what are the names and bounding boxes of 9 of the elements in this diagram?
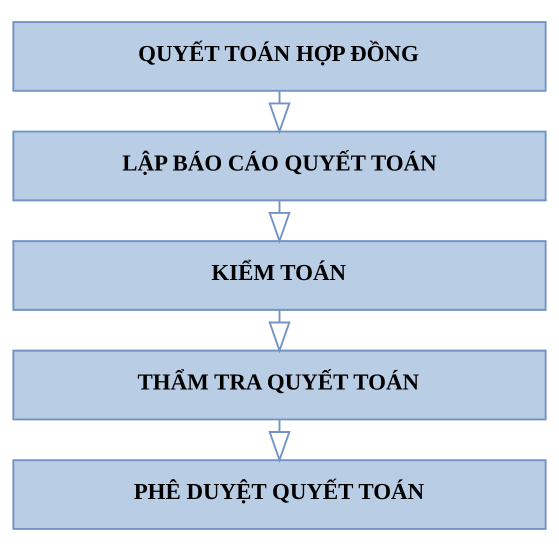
- node-box: LẬP BÁO CÁO QUYẾT TOÁN: [12, 130, 547, 201]
- node-box: PHÊ DUYỆT QUYẾT TOÁN: [12, 458, 547, 530]
- arrow: [268, 419, 291, 462]
- node-box: KIỂM TOÁN: [12, 240, 547, 310]
- arrow: [268, 90, 291, 134]
- arrow: [268, 310, 291, 353]
- node-box: QUYẾT TOÁN HỢP ĐỒNG: [12, 20, 547, 92]
- node-box: THẨM TRA QUYẾT TOÁN: [12, 349, 547, 420]
- arrow: [268, 200, 291, 244]
